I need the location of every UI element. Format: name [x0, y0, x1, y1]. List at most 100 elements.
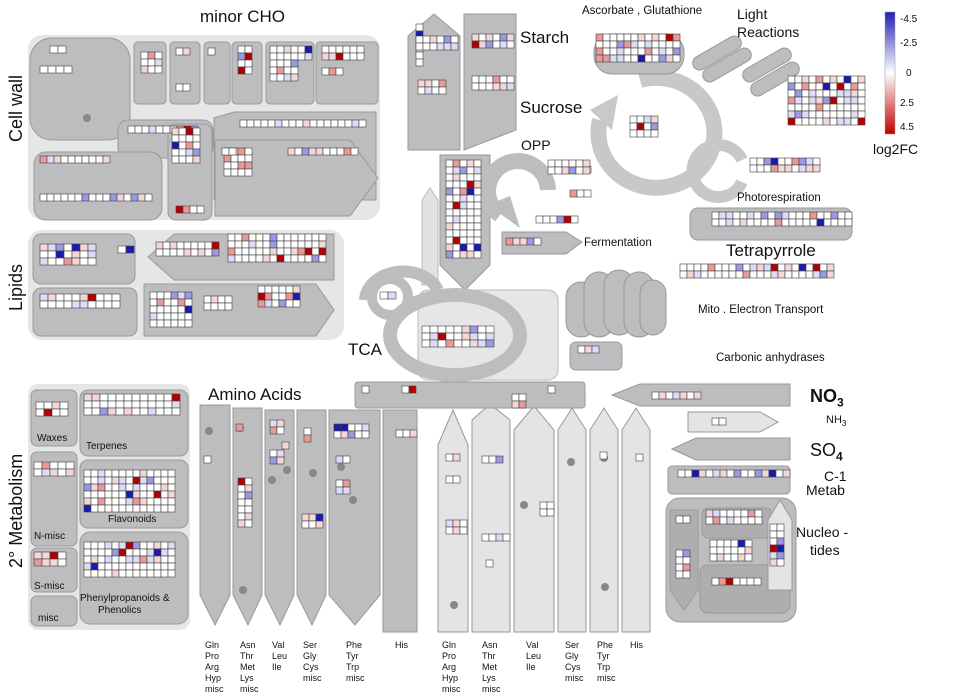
- heatmap-cell: [118, 476, 127, 485]
- heatmap-cell: [636, 122, 645, 131]
- heatmap-cell: [91, 407, 101, 416]
- heatmap-cell: [791, 263, 800, 272]
- heatmap-cell: [83, 469, 92, 478]
- cell-wall-block-1: [29, 37, 131, 141]
- heatmap-cell: [107, 400, 117, 409]
- heatmap-cell: [74, 193, 83, 202]
- label-phenolics: Phenolics: [98, 605, 142, 616]
- heatmap-cell: [746, 218, 755, 227]
- heatmap-cell: [55, 300, 65, 309]
- heatmap-cell: [576, 189, 585, 198]
- heatmap-cell: [290, 45, 299, 54]
- heatmap-cell: [437, 332, 447, 341]
- heatmap-cell: [450, 35, 459, 44]
- heatmap-cell: [837, 211, 846, 220]
- heatmap-cell: [609, 54, 618, 63]
- heatmap-cell: [97, 569, 106, 578]
- heatmap-cell: [787, 110, 796, 119]
- heatmap-cell: [450, 42, 459, 51]
- heatmap-cell: [99, 400, 109, 409]
- heatmap-cell: [379, 291, 389, 300]
- heatmap-cell: [499, 82, 508, 91]
- heatmap-cell: [47, 293, 57, 302]
- heatmap-cell: [595, 47, 604, 56]
- heatmap-cell: [675, 556, 684, 565]
- heatmap-cell: [140, 65, 149, 74]
- heatmap-cell: [361, 430, 370, 439]
- heatmap-cell: [79, 293, 89, 302]
- aa-pointer-9: [513, 405, 555, 633]
- heatmap-cell: [421, 339, 431, 348]
- heatmap-cell: [445, 201, 454, 210]
- heatmap-cell: [132, 476, 141, 485]
- heatmap-cell: [255, 254, 264, 263]
- heatmap-cell: [857, 110, 866, 119]
- heatmap-cell: [602, 40, 611, 49]
- heatmap-cell: [330, 119, 339, 128]
- heatmap-cell: [308, 147, 317, 156]
- heatmap-cell: [445, 208, 454, 217]
- heatmap-cell: [125, 490, 134, 499]
- heatmap-cell: [816, 218, 825, 227]
- heatmap-cell: [283, 240, 292, 249]
- heatmap-cell: [436, 35, 445, 44]
- heatmap-cell: [97, 476, 106, 485]
- heatmap-cell: [347, 423, 356, 432]
- heatmap-cell: [224, 302, 233, 311]
- heatmap-cell: [349, 45, 358, 54]
- heatmap-cell: [492, 75, 501, 84]
- heatmap-cell: [829, 89, 838, 98]
- heatmap-cell: [769, 544, 778, 553]
- heatmap-cell: [452, 208, 461, 217]
- heatmap-cell: [740, 516, 749, 525]
- heatmap-cell: [686, 263, 695, 272]
- label-flavonoids: Flavonoids: [108, 514, 157, 525]
- heatmap-cell: [156, 291, 165, 300]
- heatmap-cell: [816, 211, 825, 220]
- heatmap-cell: [616, 40, 625, 49]
- heatmap-cell: [146, 497, 155, 506]
- heatmap-cell: [132, 504, 141, 513]
- heatmap-cell: [267, 119, 276, 128]
- heatmap-cell: [95, 300, 105, 309]
- heatmap-cell: [276, 73, 285, 82]
- heatmap-cell: [248, 247, 257, 256]
- legend-tick-3: 0: [906, 68, 912, 79]
- heatmap-cell: [167, 541, 176, 550]
- heatmap-cell: [769, 551, 778, 560]
- legend-tick-1: -4.5: [900, 14, 918, 25]
- heatmap-cell: [223, 154, 232, 163]
- heatmap-cell: [264, 299, 273, 308]
- heatmap-cell: [769, 530, 778, 539]
- heatmap-cell: [547, 385, 556, 394]
- heatmap-cell: [843, 110, 852, 119]
- heatmap-cell: [718, 211, 727, 220]
- heatmap-cell: [630, 33, 639, 42]
- heatmap-cell: [63, 257, 73, 266]
- heatmap-cell: [409, 429, 418, 438]
- heatmap-cell: [295, 119, 304, 128]
- heatmap-cell: [290, 233, 299, 242]
- heatmap-cell: [63, 250, 73, 259]
- heatmap-cell: [478, 33, 487, 42]
- heatmap-cell: [155, 125, 164, 134]
- heatmap-cell: [485, 82, 494, 91]
- heatmap-cell: [471, 82, 480, 91]
- heatmap-cell: [155, 241, 164, 250]
- aa-pointer-6: [382, 409, 418, 633]
- heatmap-cell: [104, 569, 113, 578]
- cell-wall-block-3: [33, 151, 163, 221]
- heatmap-cell: [255, 247, 264, 256]
- heatmap-cell: [235, 423, 244, 432]
- heatmap-cell: [492, 40, 501, 49]
- heatmap-cell: [139, 483, 148, 492]
- heatmap-cell: [160, 476, 169, 485]
- heatmap-cell: [356, 45, 365, 54]
- heatmap-cell: [115, 400, 125, 409]
- heatmap-cell: [234, 247, 243, 256]
- heatmap-cell: [469, 332, 479, 341]
- heatmap-cell: [561, 159, 570, 168]
- heatmap-cell: [775, 469, 784, 478]
- heatmap-cell: [149, 319, 158, 328]
- heatmap-cell: [132, 555, 141, 564]
